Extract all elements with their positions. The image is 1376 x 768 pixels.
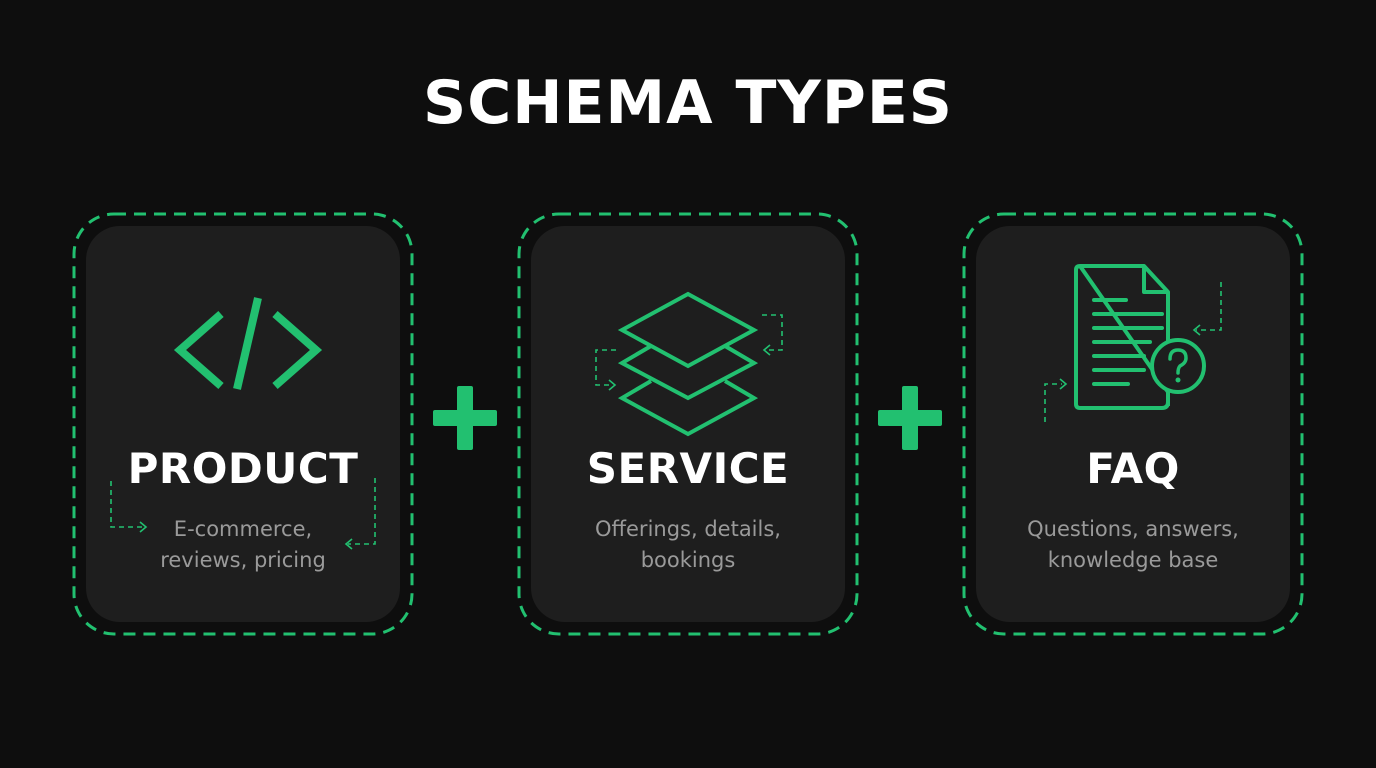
card-description: Questions, answers, knowledge base: [976, 514, 1290, 576]
schema-card-faq: FAQ Questions, answers, knowledge base: [962, 212, 1304, 636]
card-body: SERVICE Offerings, details, bookings: [531, 226, 845, 622]
description-line: Offerings, details,: [595, 517, 781, 541]
schema-card-service: SERVICE Offerings, details, bookings: [517, 212, 859, 636]
layers-icon: [595, 291, 783, 437]
description-line: Questions, answers,: [1027, 517, 1239, 541]
code-icon: [110, 297, 376, 550]
card-body: FAQ Questions, answers, knowledge base: [976, 226, 1290, 622]
page-title: SCHEMA TYPES: [422, 68, 954, 138]
plus-icon: [433, 386, 497, 450]
card-description: Offerings, details, bookings: [531, 514, 845, 576]
description-line: bookings: [640, 548, 736, 572]
card-title: SERVICE: [586, 444, 790, 493]
card-body: PRODUCT E-commerce, reviews, pricing: [86, 226, 400, 622]
dashed-border: [517, 212, 859, 636]
dashed-border: [72, 212, 414, 636]
description-line: reviews, pricing: [160, 548, 326, 572]
dashed-border: [962, 212, 1304, 636]
faq-document-icon: [1044, 264, 1222, 422]
card-title: FAQ: [1086, 444, 1180, 493]
plus-icon: [878, 386, 942, 450]
card-description: E-commerce, reviews, pricing: [86, 514, 400, 576]
description-line: E-commerce,: [173, 517, 313, 541]
schema-card-product: PRODUCT E-commerce, reviews, pricing: [72, 212, 414, 636]
description-line: knowledge base: [1047, 548, 1219, 572]
card-title: PRODUCT: [127, 444, 359, 493]
